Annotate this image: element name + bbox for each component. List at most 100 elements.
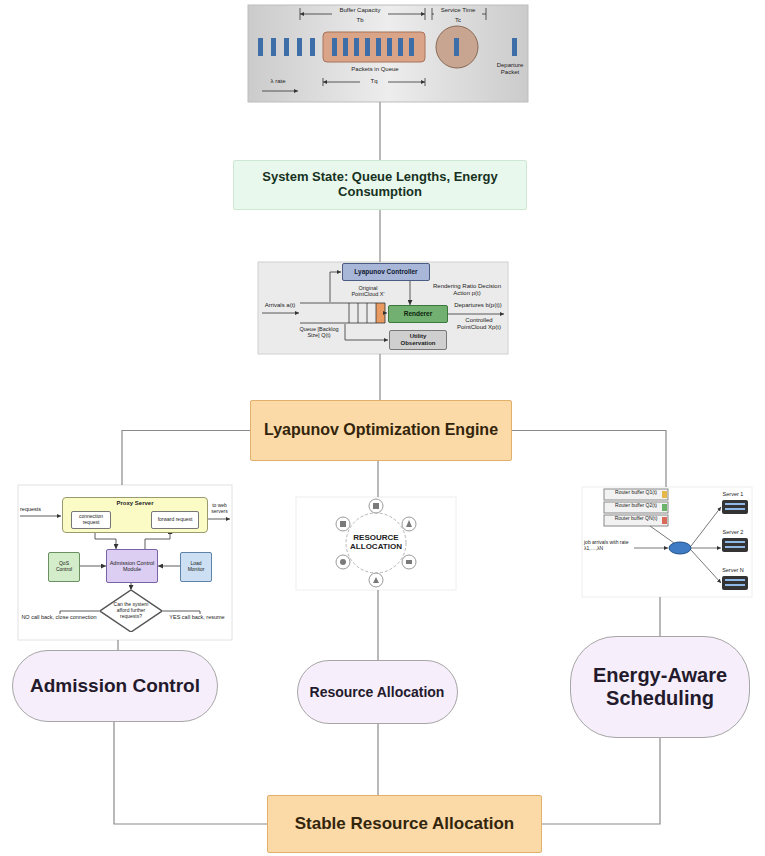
decision-diamond: Can the system afford further requests? xyxy=(100,590,162,632)
node-label: RESOURCE ALLOCATION xyxy=(346,533,406,551)
queue-illustration: Buffer CapacityTbService TimeTcDeparture… xyxy=(248,5,528,102)
node-label: QoS Control xyxy=(51,561,77,573)
queue-illustration xyxy=(310,38,315,56)
scheduling-illustration xyxy=(604,489,668,526)
scheduling-illustration xyxy=(722,500,748,514)
node-label: Buffer Capacity xyxy=(330,7,390,14)
scheduling-illustration xyxy=(582,487,752,597)
connector xyxy=(158,566,180,567)
connector xyxy=(377,461,378,497)
scheduling-illustration xyxy=(669,542,691,554)
scheduling-illustration xyxy=(722,500,748,590)
node-label: Tc xyxy=(448,17,468,24)
node-label: connection request xyxy=(74,514,108,526)
node-label: Service Time xyxy=(436,7,480,14)
renderer-box: Renderer xyxy=(388,305,448,323)
diamond-outline xyxy=(100,590,162,632)
module-box: Admission Control Module xyxy=(106,549,158,583)
queue-illustration xyxy=(323,82,360,83)
node-label: Tq xyxy=(364,78,384,85)
node-label: forward request xyxy=(158,517,193,523)
allocation-illustration xyxy=(340,559,346,565)
controller-illustration xyxy=(258,262,508,354)
scheduling-illustration xyxy=(725,508,745,510)
scheduling-illustration xyxy=(725,541,745,543)
node-label: YES call back, resume xyxy=(164,614,230,620)
proxy-box: Proxy Server connection request forward re… xyxy=(62,497,208,533)
scheduling-illustration xyxy=(725,503,745,505)
queue-illustration xyxy=(432,14,434,15)
connector xyxy=(117,640,118,650)
node-label: Packets in Queue xyxy=(330,66,420,73)
queue-illustration xyxy=(297,38,302,56)
controller-illustration xyxy=(262,313,299,314)
module-pill: Resource Allocation xyxy=(297,660,458,724)
queue-illustration xyxy=(482,14,486,15)
connector xyxy=(379,102,380,160)
controller-illustration xyxy=(300,303,385,323)
queue-illustration xyxy=(258,38,263,56)
node-label: Proxy Server xyxy=(116,500,153,507)
queue-illustration xyxy=(398,38,403,56)
node-label: Stable Resource Allocation xyxy=(295,814,514,834)
admission-illustration xyxy=(162,611,200,614)
allocation-illustration xyxy=(406,560,412,564)
queue-illustration xyxy=(323,32,425,62)
allocation-illustration xyxy=(369,573,383,587)
queue-illustration xyxy=(258,38,315,56)
scheduling-illustration: Router buffer Q1(t)Router buffer Q2(t)Ro… xyxy=(582,487,752,597)
node-label: Admission Control xyxy=(30,675,200,697)
allocation-illustration xyxy=(336,555,350,569)
allocation-illustration xyxy=(340,521,346,527)
node-label: to web servers xyxy=(207,503,232,515)
node-label: Load Monitor xyxy=(183,561,209,573)
queue-illustration xyxy=(248,5,528,102)
node-label: Server 2 xyxy=(716,529,750,535)
node-label: NO call back, close connection xyxy=(20,614,98,620)
queue-illustration xyxy=(300,14,332,15)
queue-illustration xyxy=(387,38,392,56)
scheduling-illustration xyxy=(662,504,667,511)
scheduling-illustration xyxy=(634,548,668,549)
connector xyxy=(659,597,660,636)
monitor-box: Load Monitor xyxy=(180,552,212,582)
node-label: Energy-Aware Scheduling xyxy=(585,664,735,710)
node-label: Queue [Backlog Size] Q(t) xyxy=(296,326,342,339)
connector xyxy=(377,724,378,795)
scheduling-illustration xyxy=(604,502,668,513)
queue-illustration xyxy=(388,14,425,15)
queue-illustration xyxy=(454,38,459,56)
scheduling-illustration xyxy=(582,487,752,597)
node-label: Departures b(p(t)) xyxy=(452,302,504,309)
scheduling-illustration xyxy=(722,538,748,552)
scheduling-illustration xyxy=(722,576,748,590)
queue-illustration xyxy=(284,38,289,56)
qos-box: QoS Control xyxy=(48,552,80,582)
allocation-illustration xyxy=(336,499,416,587)
allocation-illustration xyxy=(296,497,456,590)
controller-illustration xyxy=(349,303,376,323)
connector xyxy=(377,590,378,660)
queue-illustration xyxy=(388,82,425,83)
queue-illustration xyxy=(409,38,414,56)
node-label: System State: Queue Lengths, Energy Cons… xyxy=(244,170,516,200)
node-label: Resource Allocation xyxy=(310,684,445,700)
allocation-illustration xyxy=(346,513,406,573)
node-label: Controlled PointCloud Xp(t) xyxy=(452,317,506,331)
scheduling-illustration xyxy=(725,584,745,586)
queue-illustration xyxy=(262,8,486,91)
queue-illustration xyxy=(376,38,381,56)
allocation-illustration xyxy=(373,503,379,509)
node-label: Rendering Ratio Decision Action p(t) xyxy=(432,283,502,297)
allocation-illustration xyxy=(406,520,412,527)
admission-illustration xyxy=(18,485,232,640)
controller-illustration xyxy=(345,324,388,340)
allocation-illustration xyxy=(336,517,350,531)
node-label: Lyapunov Controller xyxy=(354,268,417,275)
queue-illustration xyxy=(436,26,478,68)
allocation-illustration xyxy=(340,503,412,583)
scheduling-illustration xyxy=(725,579,745,581)
scheduling-illustration xyxy=(691,550,721,583)
queue-illustration xyxy=(271,38,276,56)
scheduling-illustration xyxy=(691,548,721,549)
